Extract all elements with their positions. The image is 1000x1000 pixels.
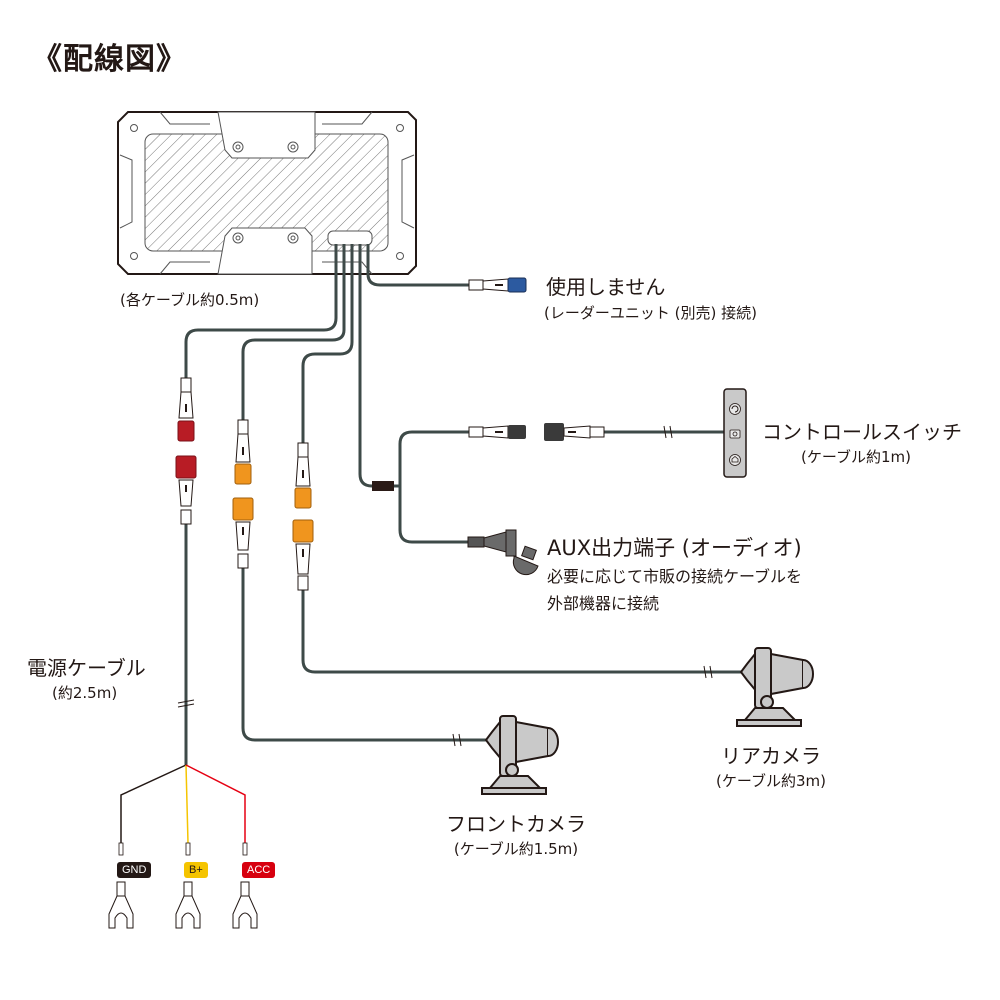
aux-plug: [467, 529, 539, 576]
rotate-icon[interactable]: [729, 403, 741, 415]
cable-switch-aux: [358, 244, 724, 544]
rear-camera-sub: (ケーブル約3m): [716, 772, 826, 790]
rear-camera-label: リアカメラ: [721, 744, 821, 768]
cable-power: [184, 244, 338, 765]
unused-label: 使用しません: [546, 275, 666, 299]
rear-camera-connector: [292, 442, 314, 591]
cable-front-camera: [241, 244, 486, 742]
front-camera-label: フロントカメラ: [446, 812, 586, 836]
rear-camera-icon: [736, 647, 814, 727]
power-cable-label: 電源ケーブル: [27, 656, 146, 680]
front-camera-icon: [481, 715, 559, 795]
control-switch-sub: (ケーブル約1m): [801, 448, 911, 466]
camera-icon[interactable]: [729, 429, 741, 439]
splitter: [372, 481, 394, 491]
power-wires: [120, 764, 246, 844]
control-switch[interactable]: [723, 388, 747, 478]
unused-sub: (レーダーユニット (別売) 接続): [544, 304, 757, 322]
front-camera-connector: [232, 419, 254, 569]
power-connector: [175, 377, 197, 525]
wire-bplus: [185, 764, 189, 844]
power-cable-sub: (約2.5m): [52, 684, 118, 702]
terminals: [108, 842, 258, 929]
wire-gnd: [120, 764, 187, 843]
cable-rear-camera: [301, 244, 741, 674]
ring-terminal-icon: [232, 842, 258, 929]
front-camera-sub: (ケーブル約1.5m): [453, 840, 579, 858]
control-switch-label: コントロールスイッチ: [762, 420, 962, 444]
ring-terminal-icon: [175, 842, 201, 929]
break-marks: [177, 665, 713, 747]
aux-label: AUX出力端子 (オーディオ): [547, 536, 802, 560]
radar-connector: [468, 277, 527, 293]
switch-connectors: [468, 423, 673, 441]
aux-desc-1: 必要に応じて市販の接続ケーブルを: [547, 567, 803, 586]
device-cable-note: (各ケーブル約0.5m): [120, 291, 260, 309]
wire-acc: [185, 764, 246, 843]
terminal-tag-bplus: B+: [184, 862, 208, 878]
cable-radar: [366, 244, 469, 287]
terminal-tag-gnd: GND: [117, 862, 152, 878]
aux-desc-2: 外部機器に接続: [547, 594, 660, 613]
ring-terminal-icon: [108, 842, 134, 929]
page-title: 《配線図》: [32, 42, 187, 77]
terminal-tag-acc: ACC: [242, 862, 276, 878]
main-unit: [117, 111, 417, 275]
cables: [184, 244, 741, 765]
home-icon[interactable]: [729, 454, 741, 466]
